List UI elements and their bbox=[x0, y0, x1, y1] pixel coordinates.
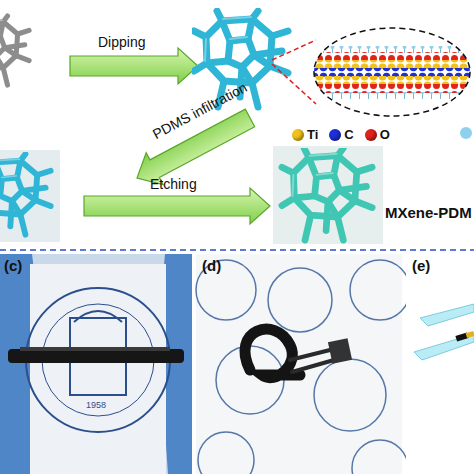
process-step-label: Dipping bbox=[98, 34, 145, 50]
process-step-label: Etching bbox=[150, 176, 197, 192]
legend-entry: O bbox=[365, 127, 390, 142]
dipping-arrow bbox=[70, 48, 198, 84]
logo-year: 1958 bbox=[86, 400, 106, 410]
legend-entry: C bbox=[329, 127, 353, 142]
panel-label: (c) bbox=[4, 257, 22, 274]
element-symbol: Ti bbox=[307, 127, 318, 142]
foam-stage: MXene-PDM bbox=[275, 148, 381, 244]
legend-entry: Ti bbox=[292, 127, 318, 142]
element-symbol: O bbox=[380, 127, 390, 142]
foam-shape bbox=[275, 148, 381, 244]
atom-swatch bbox=[329, 129, 341, 141]
panel-label: (d) bbox=[202, 257, 221, 274]
etching-arrow bbox=[84, 188, 270, 224]
atom-swatch bbox=[292, 129, 304, 141]
atom-swatch bbox=[365, 129, 377, 141]
panel-label: (e) bbox=[412, 257, 430, 274]
element-symbol: C bbox=[344, 127, 353, 142]
stage-name: MXene-PDM bbox=[385, 204, 472, 221]
atom-legend: Ti C O bbox=[292, 127, 396, 142]
